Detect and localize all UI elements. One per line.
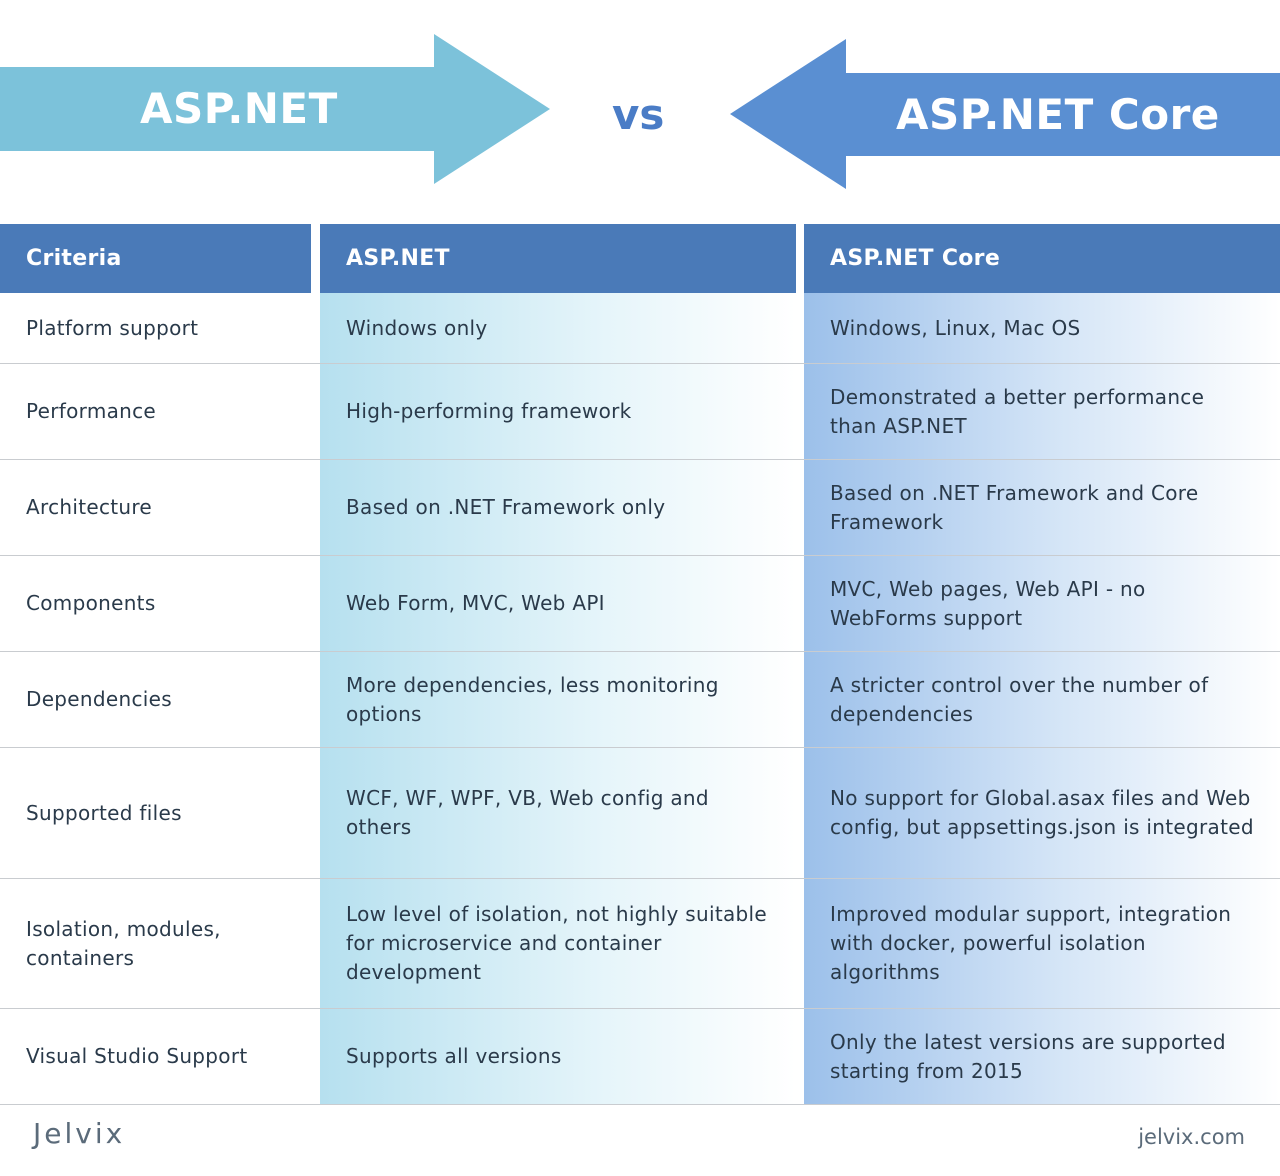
table-header-row: Criteria ASP.NET ASP.NET Core [0,224,1280,293]
table-row: Platform support Windows only Windows, L… [0,293,1280,364]
table-row: Components Web Form, MVC, Web API MVC, W… [0,556,1280,652]
aspnet-core-cell: Based on .NET Framework and Core Framewo… [804,460,1280,555]
aspnet-cell: Low level of isolation, not highly suita… [320,879,796,1008]
header-aspnet: ASP.NET [320,224,796,293]
criteria-cell: Architecture [0,460,320,555]
aspnet-core-cell: MVC, Web pages, Web API - no WebForms su… [804,556,1280,651]
aspnet-core-cell: Demonstrated a better performance than A… [804,364,1280,459]
table-row: Performance High-performing framework De… [0,364,1280,460]
aspnet-cell: Web Form, MVC, Web API [320,556,796,651]
table-row: Dependencies More dependencies, less mon… [0,652,1280,748]
comparison-table: Criteria ASP.NET ASP.NET Core Platform s… [0,224,1280,1105]
hero-arrows [0,34,1280,189]
hero-banner: ASP.NET vs ASP.NET Core [0,0,1280,224]
right-arrow-shape [730,39,1280,189]
criteria-cell: Components [0,556,320,651]
table-row: Supported files WCF, WF, WPF, VB, Web co… [0,748,1280,879]
aspnet-cell: Supports all versions [320,1009,796,1104]
criteria-cell: Dependencies [0,652,320,747]
aspnet-core-cell: No support for Global.asax files and Web… [804,748,1280,878]
footer: Jelvix jelvix.com [0,1105,1280,1176]
table-row: Isolation, modules, containers Low level… [0,879,1280,1009]
aspnet-core-cell: Only the latest versions are supported s… [804,1009,1280,1104]
criteria-cell: Isolation, modules, containers [0,879,320,1008]
left-title: ASP.NET [140,84,338,133]
vs-label: vs [612,90,665,139]
aspnet-core-cell: Windows, Linux, Mac OS [804,293,1280,363]
site-link[interactable]: jelvix.com [1138,1125,1245,1149]
right-title: ASP.NET Core [896,90,1220,139]
aspnet-core-cell: A stricter control over the number of de… [804,652,1280,747]
criteria-cell: Performance [0,364,320,459]
header-aspnet-core: ASP.NET Core [804,224,1280,293]
aspnet-cell: More dependencies, less monitoring optio… [320,652,796,747]
criteria-cell: Supported files [0,748,320,878]
aspnet-cell: Windows only [320,293,796,363]
aspnet-cell: High-performing framework [320,364,796,459]
aspnet-core-cell: Improved modular support, integration wi… [804,879,1280,1008]
jelvix-logo: Jelvix [33,1117,126,1150]
header-criteria: Criteria [0,224,311,293]
criteria-cell: Visual Studio Support [0,1009,320,1104]
table-row: Architecture Based on .NET Framework onl… [0,460,1280,556]
left-arrow-shape [0,34,550,184]
criteria-cell: Platform support [0,293,320,363]
aspnet-cell: WCF, WF, WPF, VB, Web config and others [320,748,796,878]
table-row: Visual Studio Support Supports all versi… [0,1009,1280,1105]
aspnet-cell: Based on .NET Framework only [320,460,796,555]
